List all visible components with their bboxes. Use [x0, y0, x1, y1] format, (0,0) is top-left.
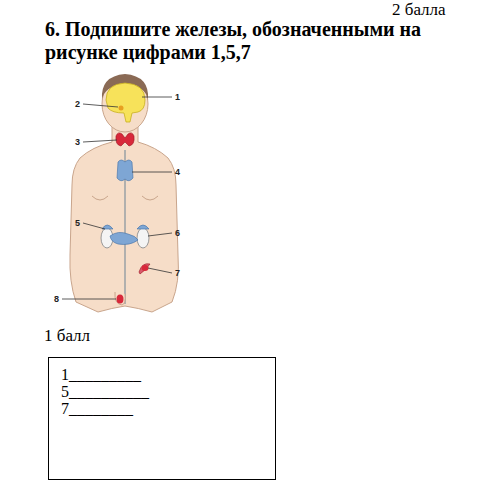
answer-line: 1_________ — [61, 366, 263, 383]
leader-lines — [62, 97, 172, 299]
chest-line — [92, 196, 108, 200]
ovary — [142, 265, 149, 271]
answer-box: 1_________5__________7________ — [48, 357, 276, 480]
scrotum — [115, 292, 125, 305]
adrenal — [137, 225, 149, 229]
chest-line — [142, 196, 158, 200]
ovary — [139, 264, 150, 274]
callout-number: 2 — [75, 99, 80, 109]
pancreas — [110, 232, 138, 244]
thyroid — [116, 133, 134, 146]
testis — [117, 295, 124, 304]
answer-line: 5__________ — [61, 383, 263, 400]
callout-number: 5 — [75, 218, 80, 228]
thymus — [117, 160, 133, 181]
callout-number: 8 — [54, 294, 59, 304]
answer-line: 7________ — [61, 400, 263, 417]
pituitary — [119, 106, 124, 111]
callout-number: 6 — [175, 228, 180, 238]
question-title: 6. Подпишите железы, обозначенными на ри… — [45, 18, 445, 64]
score-text: 2 балла — [392, 0, 446, 20]
score-text: 1 балл — [44, 326, 90, 346]
callout-number: 4 — [175, 167, 180, 177]
brain — [106, 83, 145, 122]
callout-number: 1 — [175, 92, 180, 102]
kidney — [137, 228, 149, 248]
callout-number: 7 — [175, 268, 180, 278]
body-outline — [70, 126, 179, 312]
callout-number: 3 — [75, 137, 80, 147]
